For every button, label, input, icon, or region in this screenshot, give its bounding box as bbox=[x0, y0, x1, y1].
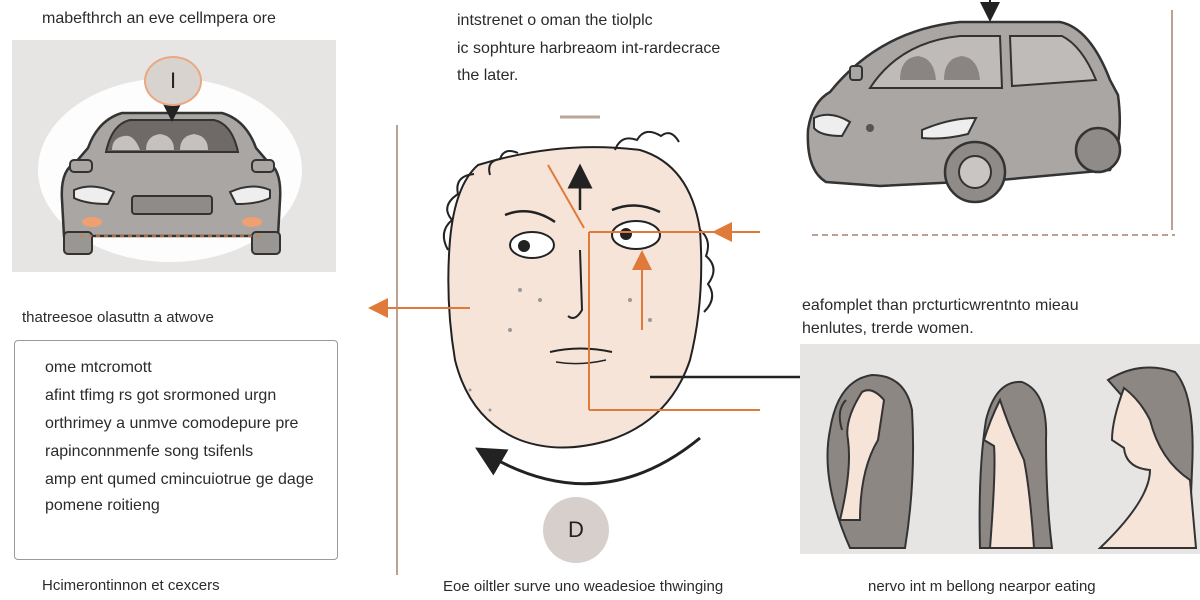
rotation-arrow bbox=[475, 436, 701, 486]
left-top-caption: mabefthrch an eve cellmpera ore bbox=[42, 10, 276, 27]
text-box-line-2: afint tfimg rs got srormoned urgn bbox=[45, 387, 277, 404]
woman-profile-1 bbox=[826, 373, 915, 549]
text-box-line-3: orthrimey a unmve comodepure pre bbox=[45, 415, 299, 432]
text-box-line-6: pomene roitieng bbox=[45, 497, 160, 514]
left-mid-caption: thatreesoe olasuttn a atwove bbox=[22, 309, 214, 326]
description-text-box: ome mtcromott afint tfimg rs got srormon… bbox=[14, 340, 338, 560]
right-mid-caption-line-1: eafomplet than prcturticwrentnto mieau bbox=[802, 297, 1079, 314]
badge-d: D bbox=[543, 497, 609, 563]
face-measurement-guides bbox=[368, 164, 760, 411]
badge-i: I bbox=[144, 56, 202, 106]
badge-d-label: D bbox=[568, 517, 584, 542]
right-mid-caption-line-2: henlutes, trerde women. bbox=[802, 320, 974, 337]
text-box-line-1: ome mtcromott bbox=[45, 359, 152, 376]
right-bottom-caption: nervo int m bellong nearpor eating bbox=[868, 578, 1096, 595]
left-bottom-caption: Hcimerontinnon et cexcers bbox=[42, 577, 220, 594]
center-bottom-caption: Eoe oiltler surve uno weadesioe thwingin… bbox=[443, 578, 724, 595]
woman-profile-3 bbox=[1097, 366, 1198, 549]
badge-i-label: I bbox=[169, 68, 177, 93]
face-illustration bbox=[442, 130, 715, 449]
side-car-illustration bbox=[806, 20, 1122, 204]
front-car-illustration bbox=[60, 111, 282, 255]
text-box-line-5: amp ent qumed cmincuiotrue ge dage bbox=[45, 471, 314, 488]
woman-profile-2 bbox=[978, 380, 1054, 549]
center-top-caption-line-2: ic sophture harbreaom int-rardecrace bbox=[457, 40, 721, 57]
center-top-caption-line-3: the later. bbox=[457, 67, 519, 84]
center-top-caption-line-1: intstrenet o oman the tiolplc bbox=[457, 12, 653, 29]
text-box-line-4: rapinconnmenfe song tsifenls bbox=[45, 443, 254, 460]
